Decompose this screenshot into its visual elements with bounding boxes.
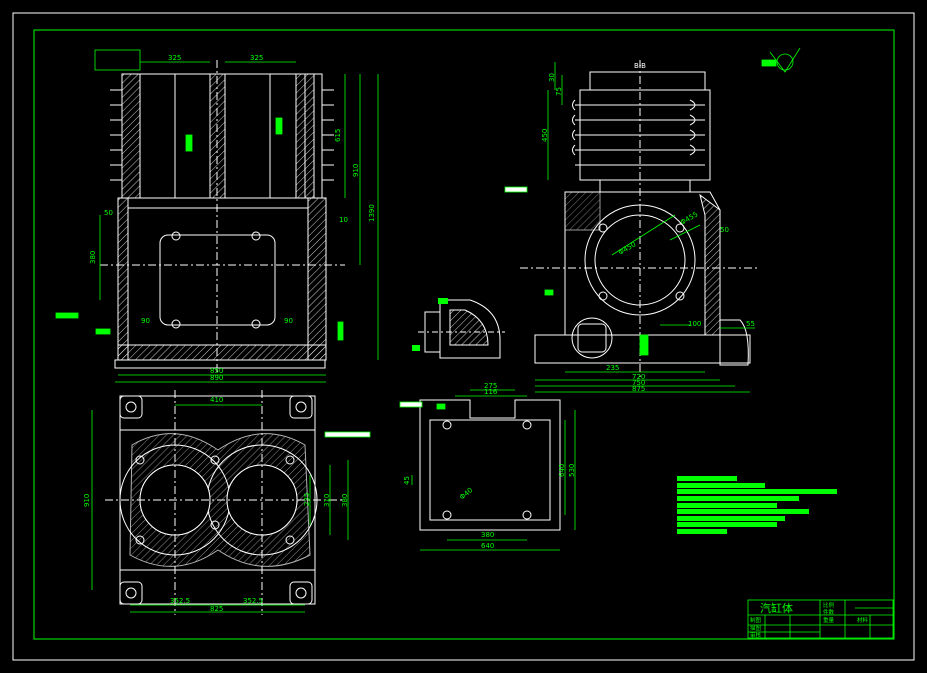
title-cell-material: 材料 [857,616,869,624]
dim-side-55: 55 [746,320,755,328]
dim-side-75: 75 [555,87,563,96]
dim-plan-825: 825 [210,605,223,613]
dim-front-615: 615 [334,129,342,142]
dim-flange-530: 530 [568,464,576,477]
dim-flange-r40: Φ40 [458,486,474,501]
dim-side-875: 875 [632,385,645,393]
side-dimensions [504,47,801,393]
dim-front-380: 380 [89,251,97,264]
dim-side-235: 235 [606,364,619,372]
dim-side-dia455: Φ455 [679,210,699,226]
front-section-view [100,60,345,375]
dim-side-30: 30 [548,73,556,82]
plan-dimensions [91,404,371,613]
dim-flange-640h: 640 [558,464,566,477]
title-cell-checked: 审核 [750,631,762,639]
dim-plan-352b: 352.5 [243,597,263,605]
title-cell-weight: 重量 [823,616,835,624]
flange-dimensions [399,389,576,551]
dim-plan-310: 310 [323,494,331,507]
dim-front-90-right: 90 [284,317,293,325]
title-cell-drawn: 制图 [750,616,762,624]
dim-plan-410: 410 [210,396,223,404]
dim-front-top-right: 325 [250,54,263,62]
dim-front-890: 890 [210,374,223,382]
dim-front-50: 50 [104,209,113,217]
dim-side-50: 50 [720,226,729,234]
dim-side-dia450: Φ450 [617,240,637,256]
inner-frame [33,29,895,640]
title-cell-scale: 比例 [823,601,835,609]
detail-section [418,299,505,359]
dim-flange-116: 116 [484,388,498,396]
title-block [747,599,894,639]
plan-view [105,390,345,615]
dim-plan-352a: 352.5 [170,597,190,605]
dim-plan-380: 380 [341,494,349,507]
dim-front-10: 10 [339,216,348,224]
dim-flange-380: 380 [481,531,494,539]
dim-flange-640w: 640 [481,542,494,550]
outer-border [12,12,915,661]
dim-front-1390: 1390 [368,204,376,222]
dim-front-90-left: 90 [141,317,150,325]
section-label-bb: B-B [634,62,646,70]
dim-front-910: 910 [352,164,360,177]
title-cell-count: 件数 [823,608,835,616]
dim-plan-910: 910 [83,494,91,507]
dim-front-850: 850 [210,367,223,375]
dim-side-750: 750 [632,379,645,387]
part-name: 汽缸体 [760,601,793,615]
dim-front-top-left: 325 [168,54,181,62]
dim-side-720: 720 [632,373,645,381]
dim-side-450: 450 [541,129,549,142]
dim-side-100: 100 [688,320,701,328]
technical-notes [677,476,837,534]
dim-flange-275: 275 [484,382,497,390]
flange-view [419,399,561,531]
title-cell-traced: 描图 [750,624,762,632]
side-section-view [520,60,760,380]
dim-flange-45: 45 [403,476,411,485]
front-dimensions [55,49,379,383]
dim-plan-235: 235 [303,493,311,506]
